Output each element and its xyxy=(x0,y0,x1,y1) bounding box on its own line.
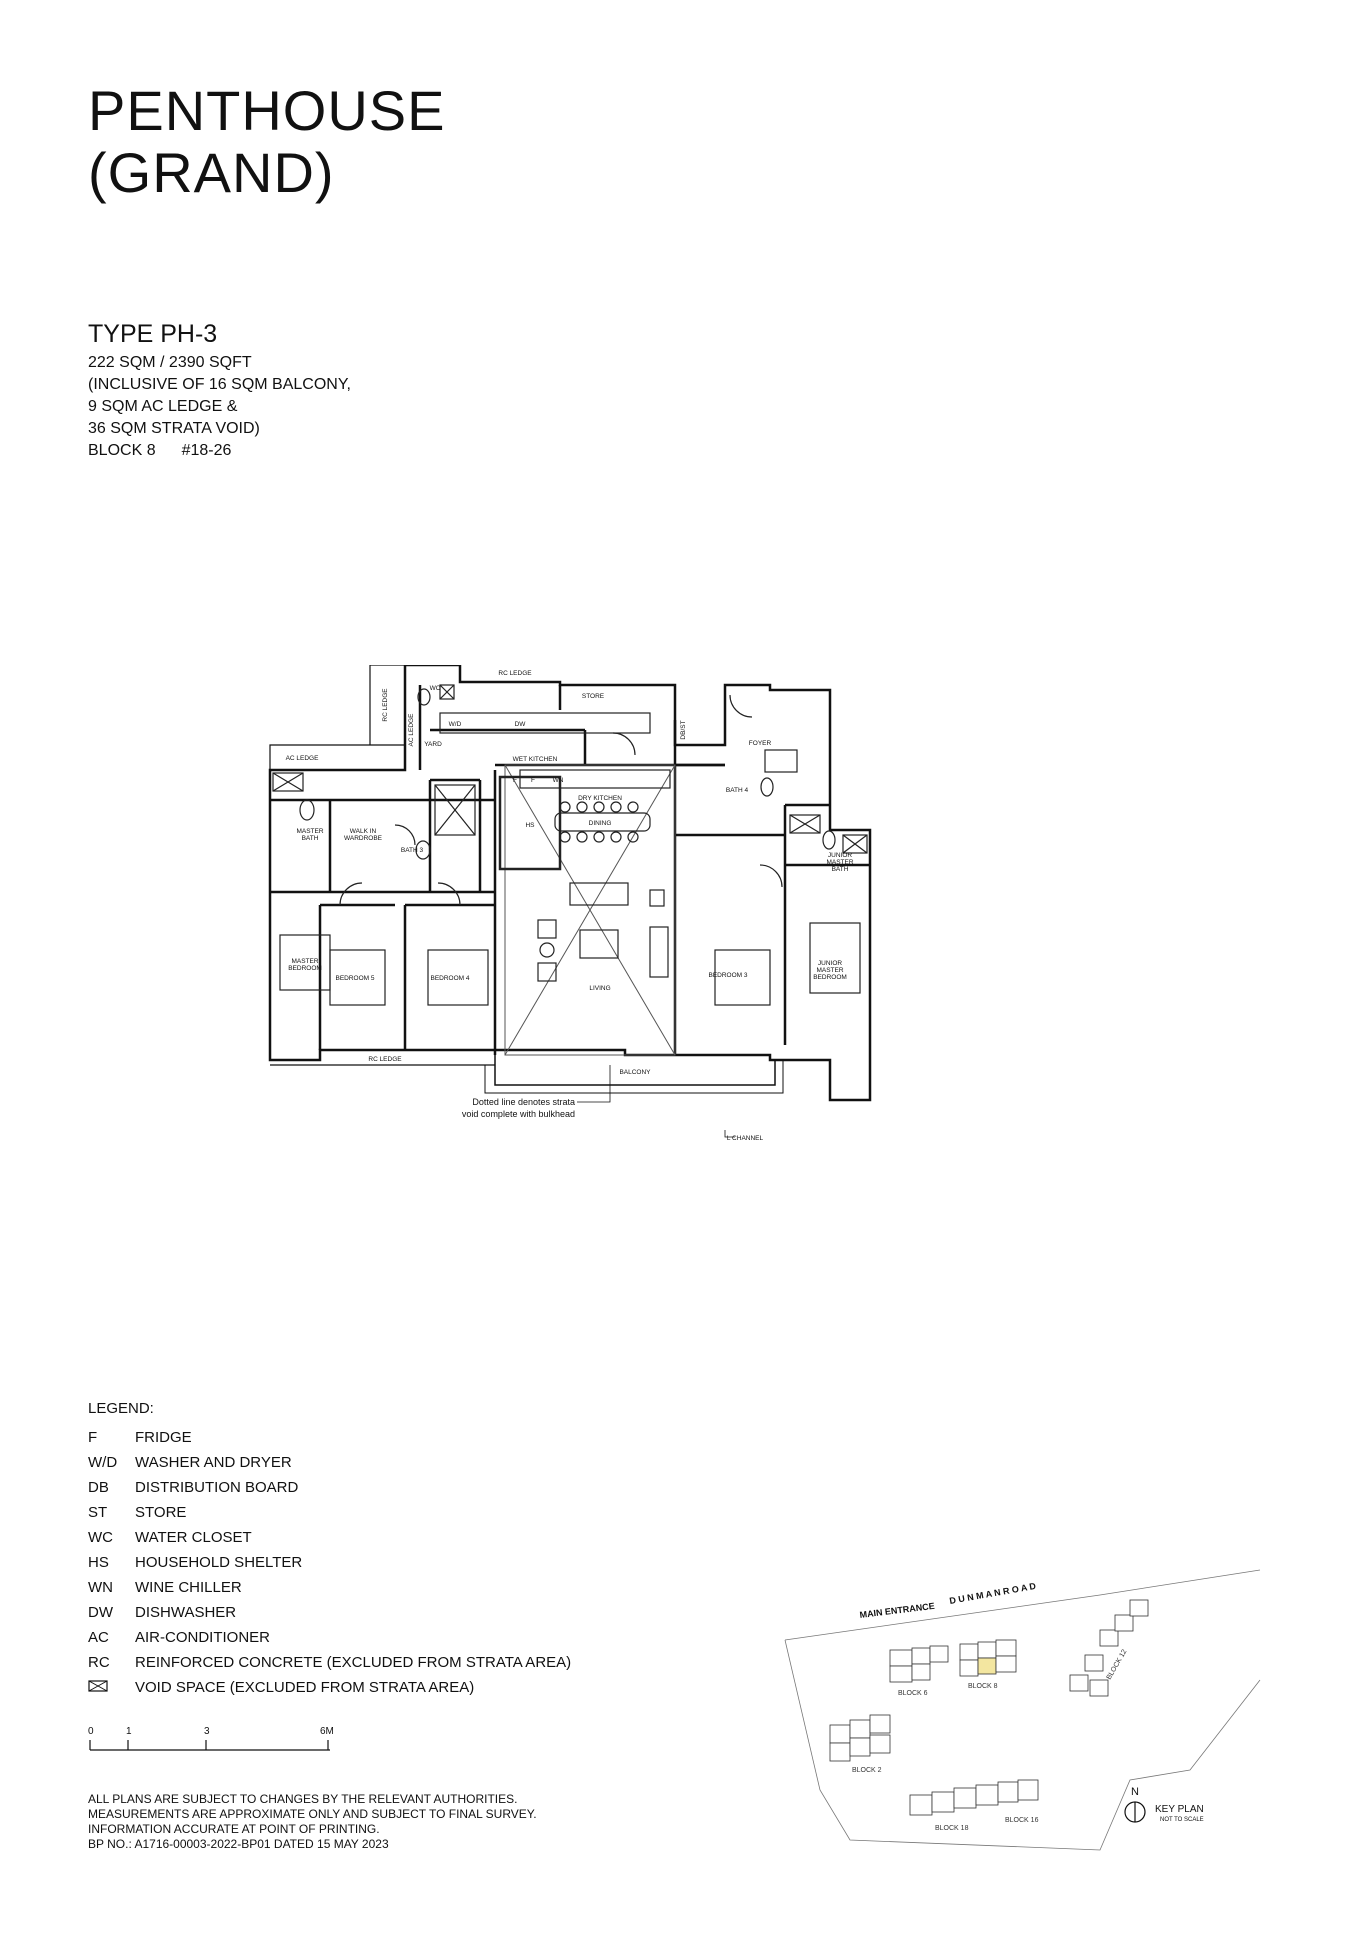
scale-tick-1: 1 xyxy=(126,1726,132,1737)
label-yard: YARD xyxy=(424,741,442,748)
key-plan-block16: BLOCK 16 xyxy=(1005,1817,1039,1824)
label-bath4: BATH 4 xyxy=(726,787,749,794)
page-title: PENTHOUSE (GRAND) xyxy=(88,80,446,204)
highlighted-unit xyxy=(977,1657,997,1675)
label-rc-ledge-top: RC LEDGE xyxy=(498,670,532,677)
label-balcony: BALCONY xyxy=(619,1069,651,1076)
key-plan-block6: BLOCK 6 xyxy=(898,1690,928,1697)
scale-tick-0: 0 xyxy=(88,1726,94,1737)
label-junior-bath-3: BATH xyxy=(832,866,849,873)
key-plan-block8: BLOCK 8 xyxy=(968,1683,998,1690)
title-line-1: PENTHOUSE xyxy=(88,79,446,142)
unit-block-line: BLOCK 8 #18-26 xyxy=(88,440,351,462)
key-plan-main-entrance: MAIN ENTRANCE xyxy=(859,1601,935,1620)
key-plan-title: KEY PLAN xyxy=(1155,1804,1204,1815)
key-plan: MAIN ENTRANCE D U N M A N R O A D BLOCK … xyxy=(784,1569,1261,1851)
label-rc-ledge-left: RC LEDGE xyxy=(382,688,389,722)
note-line: ALL PLANS ARE SUBJECT TO CHANGES BY THE … xyxy=(88,1792,518,1806)
floor-plan: RC LEDGE WC STORE W/D DW YARD FOYER WET … xyxy=(268,665,872,1142)
label-junior-bath-2: MASTER xyxy=(826,859,853,866)
label-walk-in-1: WALK IN xyxy=(350,828,377,835)
label-master-bath-2: BATH xyxy=(302,835,319,842)
label-bedroom5: BEDROOM 5 xyxy=(335,975,374,982)
label-junior-bed-1: JUNIOR xyxy=(818,960,843,967)
label-l-channel: L CHANNEL xyxy=(727,1135,764,1142)
label-dbst: DB/ST xyxy=(680,720,687,739)
north-label: N xyxy=(1131,1786,1139,1798)
label-foyer: FOYER xyxy=(749,740,772,747)
label-wn: WN xyxy=(553,777,564,784)
label-bath3: BATH 3 xyxy=(401,847,424,854)
disclaimer-notes: ALL PLANS ARE SUBJECT TO CHANGES BY THE … xyxy=(88,1792,537,1852)
label-junior-bed-3: BEDROOM xyxy=(813,974,847,981)
label-junior-bath-1: JUNIOR xyxy=(828,852,853,859)
legend-item: VOID SPACE (EXCLUDED FROM STRATA AREA) xyxy=(88,1675,571,1700)
label-dry-kitchen: DRY KITCHEN xyxy=(578,795,622,802)
label-note-1: Dotted line denotes strata xyxy=(472,1097,575,1107)
label-f1: F xyxy=(513,777,517,784)
key-plan-block18: BLOCK 18 xyxy=(935,1825,969,1832)
note-line: BP NO.: A1716-00003-2022-BP01 DATED 15 M… xyxy=(88,1837,389,1851)
label-wd: W/D xyxy=(449,721,462,728)
unit-inclusion-2: 9 SQM AC LEDGE & xyxy=(88,398,238,415)
label-ac-ledge: AC LEDGE xyxy=(286,755,320,762)
scale-tick-3: 3 xyxy=(204,1726,210,1737)
unit-area: 222 SQM / 2390 SQFT xyxy=(88,354,252,371)
label-master-bed-2: BEDROOM xyxy=(288,965,322,972)
label-bedroom3: BEDROOM 3 xyxy=(708,972,747,979)
key-plan-block12: BLOCK 12 xyxy=(1106,1648,1129,1681)
label-junior-bed-2: MASTER xyxy=(816,967,843,974)
label-store: STORE xyxy=(582,693,605,700)
label-rc-ledge-bottom: RC LEDGE xyxy=(368,1056,402,1063)
key-plan-subtitle: NOT TO SCALE xyxy=(1160,1817,1204,1823)
label-note-2: void complete with bulkhead xyxy=(462,1109,575,1119)
scale-bar: 0 1 3 6M xyxy=(88,1726,334,1751)
unit-block: BLOCK 8 xyxy=(88,442,156,459)
unit-number: #18-26 xyxy=(181,442,232,459)
label-master-bed-1: MASTER xyxy=(291,958,318,965)
label-dw: DW xyxy=(515,721,527,728)
label-wet-kitchen: WET KITCHEN xyxy=(513,756,558,763)
note-line: MEASUREMENTS ARE APPROXIMATE ONLY AND SU… xyxy=(88,1807,537,1821)
label-living: LIVING xyxy=(589,985,610,992)
label-walk-in-2: WARDROBE xyxy=(344,835,383,842)
key-plan-block2: BLOCK 2 xyxy=(852,1767,882,1774)
label-master-bath-1: MASTER xyxy=(296,828,323,835)
key-plan-road: D U N M A N R O A D xyxy=(949,1581,1038,1606)
unit-inclusion-3: 36 SQM STRATA VOID) xyxy=(88,420,260,437)
title-line-2: (GRAND) xyxy=(88,141,335,204)
unit-type: TYPE PH-3 xyxy=(88,320,218,348)
label-hs: HS xyxy=(525,822,535,829)
unit-inclusion-1: (INCLUSIVE OF 16 SQM BALCONY, xyxy=(88,376,351,393)
label-f2: F xyxy=(531,777,535,784)
scale-tick-6: 6M xyxy=(320,1726,334,1737)
note-line: INFORMATION ACCURATE AT POINT OF PRINTIN… xyxy=(88,1822,380,1836)
label-dining: DINING xyxy=(589,820,612,827)
label-wc: WC xyxy=(430,685,441,692)
legend-title: LEGEND: xyxy=(88,1400,154,1417)
void-space-icon xyxy=(88,1679,135,1696)
label-ac-ledge-vertical: AC LEDGE xyxy=(408,713,415,747)
label-bedroom4: BEDROOM 4 xyxy=(430,975,469,982)
unit-info: 222 SQM / 2390 SQFT (INCLUSIVE OF 16 SQM… xyxy=(88,352,351,462)
